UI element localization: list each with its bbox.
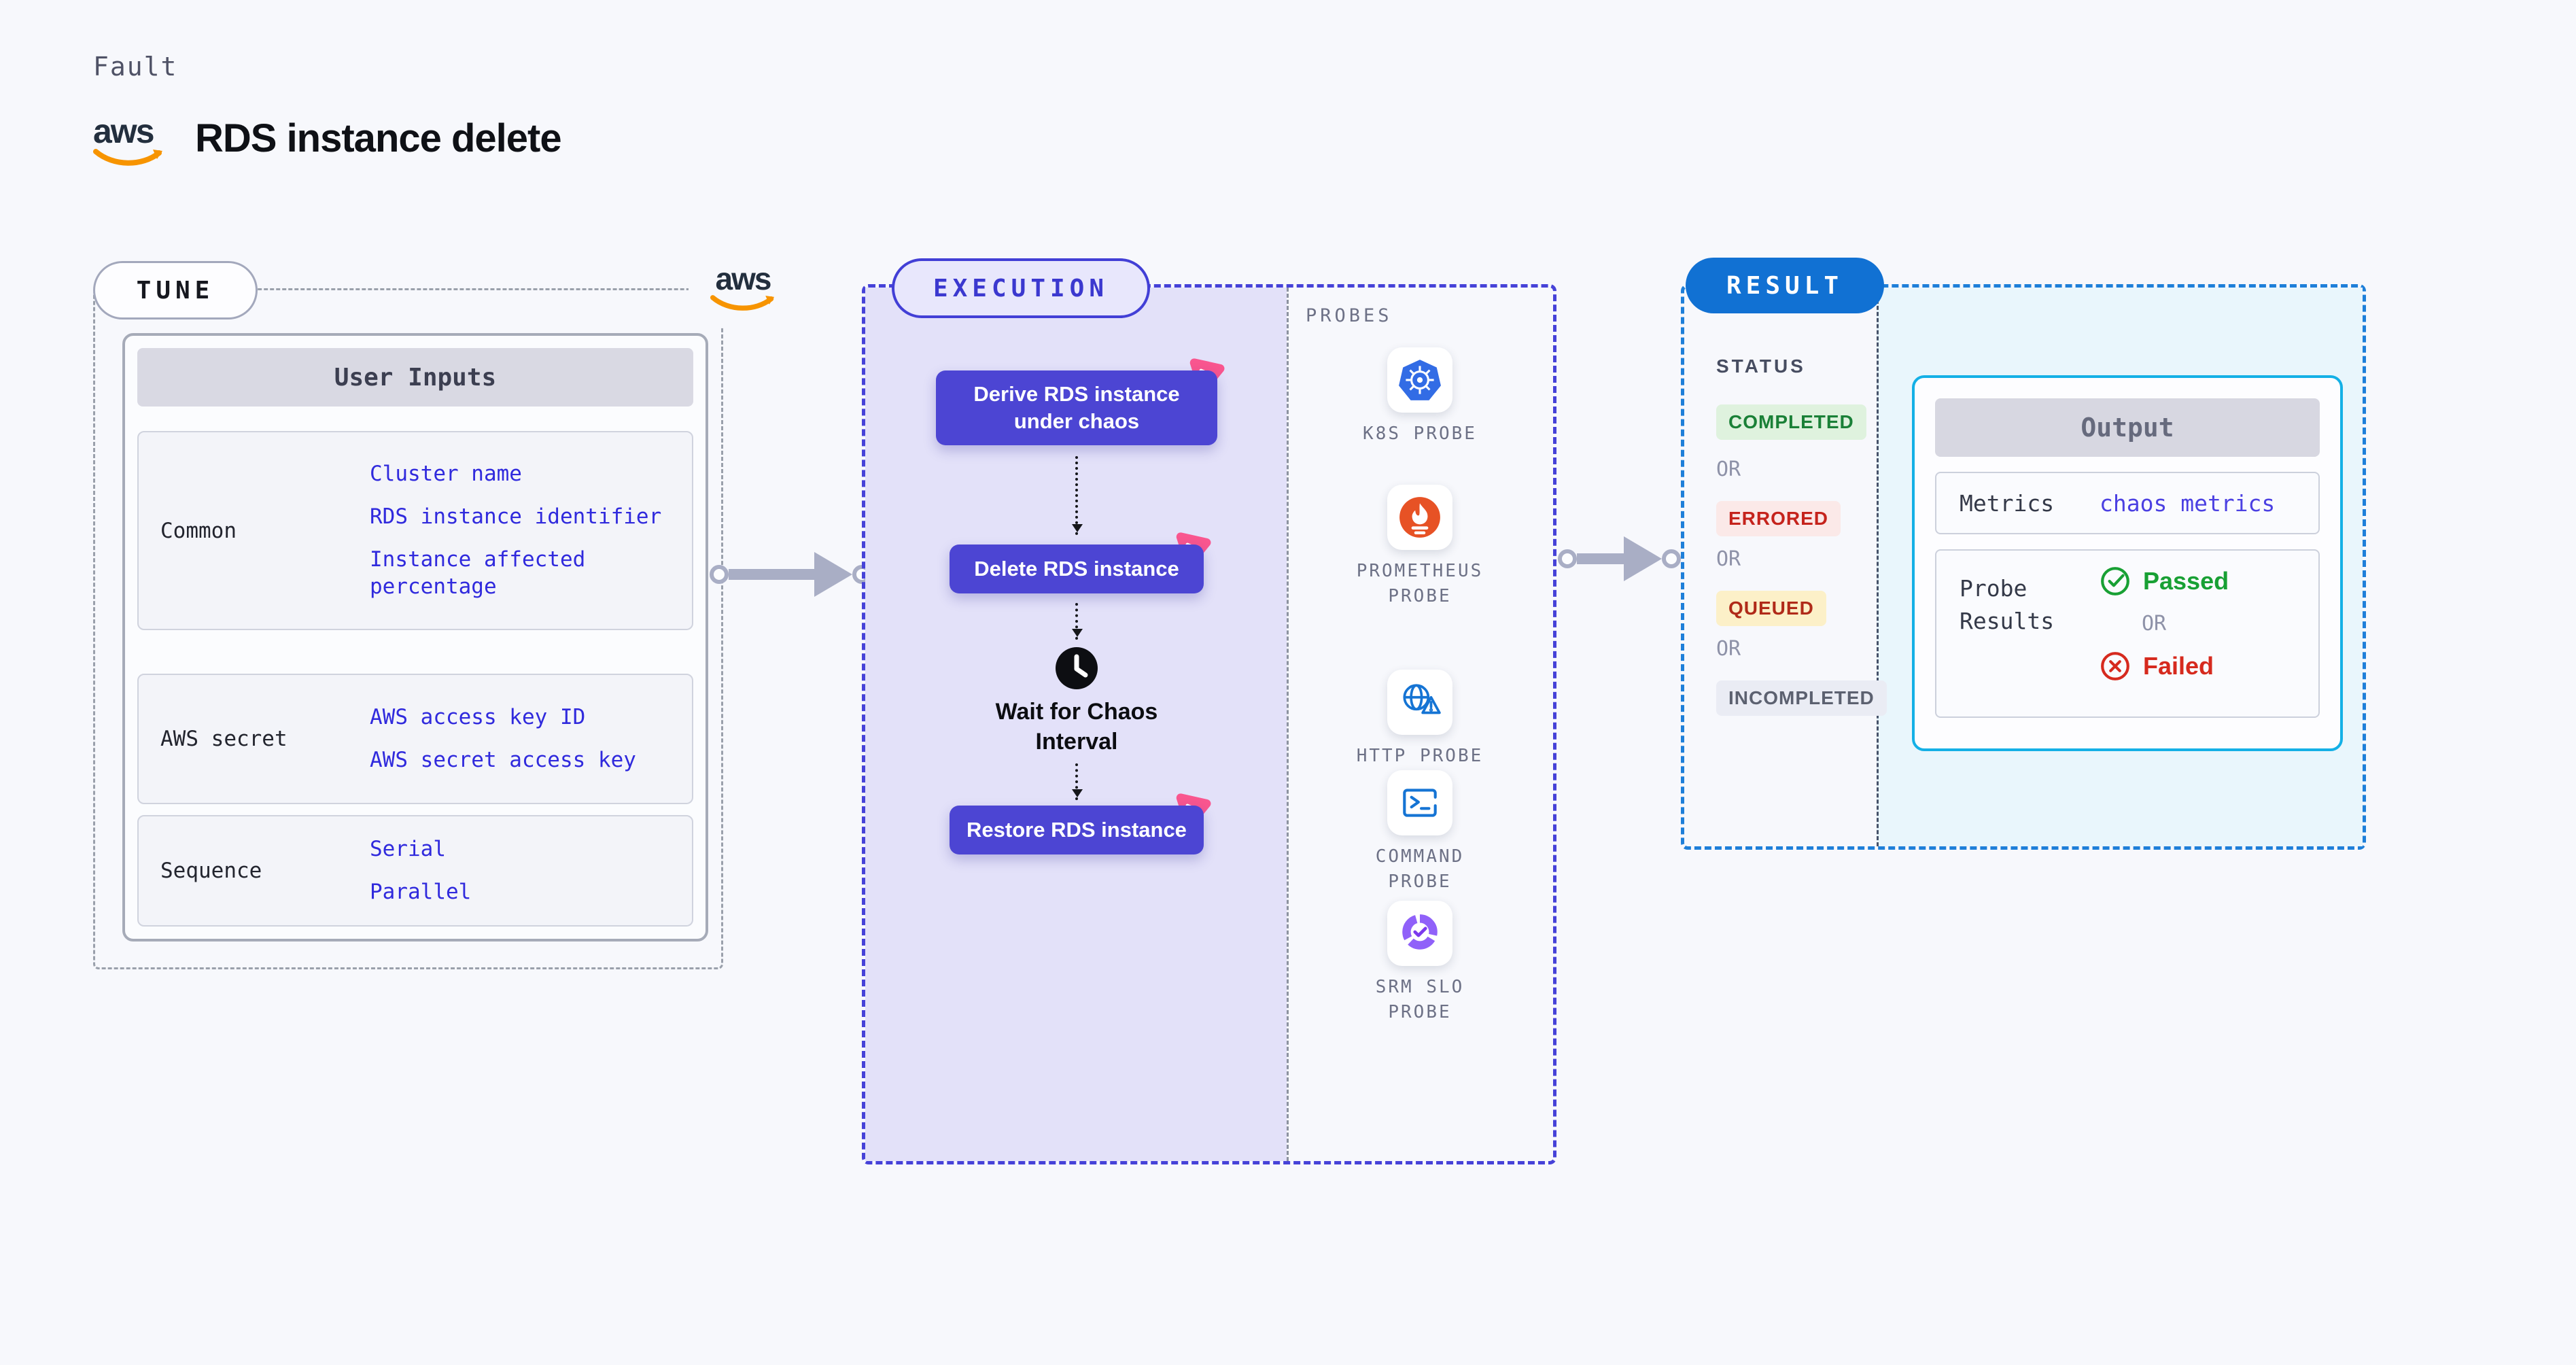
input-value: AWS secret access key (370, 748, 636, 772)
output-row-metrics: Metrics chaos metrics (1935, 472, 2320, 534)
execution-pill: EXECUTION (892, 258, 1150, 318)
connector-ring (1662, 549, 1681, 568)
input-row-sequence: Sequence Serial Parallel (137, 815, 693, 927)
aws-smile-icon (710, 295, 775, 311)
node-derive-rds: Derive RDS instance under chaos (936, 358, 1225, 445)
user-inputs-header: User Inputs (137, 348, 693, 407)
status-badge-errored: ERRORED (1716, 501, 1841, 536)
tune-aws-logo: aws (689, 249, 797, 328)
flow-arrow-icon (1072, 603, 1083, 640)
status-or: OR (1716, 637, 1741, 661)
probe-prometheus: PROMETHEUS PROBE (1287, 485, 1553, 609)
input-row-label: Sequence (160, 859, 262, 883)
terminal-icon (1387, 770, 1452, 835)
input-value: Parallel (370, 880, 472, 904)
probe-label: COMMAND PROBE (1375, 846, 1465, 892)
metrics-label: Metrics (1960, 489, 2055, 517)
flow-arrow-icon (1072, 456, 1083, 535)
status-header: STATUS (1716, 356, 1806, 377)
probes-column: PROBES K8S PROBE (1287, 288, 1553, 1161)
check-circle-icon (2101, 567, 2129, 595)
result-section: STATUS COMPLETED OR ERRORED OR QUEUED OR… (1681, 284, 2366, 850)
wait-step-label: Wait for Chaos Interval (995, 699, 1158, 755)
probe-results-label: Probe Results (1960, 575, 2055, 634)
execution-probes-divider (1287, 288, 1289, 1161)
input-value: Cluster name (370, 461, 522, 486)
probe-label: HTTP PROBE (1356, 746, 1484, 766)
result-pill: RESULT (1686, 258, 1884, 313)
flow-arrow-icon (1072, 763, 1083, 800)
probe-label: SRM SLO PROBE (1375, 977, 1465, 1022)
status-badge-queued: QUEUED (1716, 591, 1826, 626)
node-label: Restore RDS instance (950, 806, 1204, 854)
node-delete-rds: Delete RDS instance (950, 532, 1211, 593)
arrow-head-icon (814, 552, 852, 597)
page-title: RDS instance delete (195, 116, 562, 160)
probe-command: COMMAND PROBE (1287, 770, 1553, 895)
node-label: Derive RDS instance under chaos (936, 370, 1217, 445)
status-output-divider (1877, 288, 1879, 846)
probe-srm-slo: SRM SLO PROBE (1287, 901, 1553, 1025)
arrow-head-icon (1624, 536, 1662, 581)
input-value: AWS access key ID (370, 705, 586, 730)
http-globe-icon (1387, 670, 1452, 735)
output-card: Output Metrics chaos metrics Probe Resul… (1912, 375, 2343, 751)
tune-section (93, 288, 723, 969)
execution-section: Derive RDS instance under chaos Delete R… (862, 284, 1556, 1164)
input-value: RDS instance identifier (370, 504, 662, 529)
failed-label: Failed (2143, 652, 2214, 680)
passed-label: Passed (2143, 567, 2229, 595)
aws-logo-text: aws (715, 261, 772, 296)
node-restore-rds: Restore RDS instance (950, 793, 1211, 854)
tune-pill: TUNE (93, 261, 258, 319)
kubernetes-icon (1387, 347, 1452, 413)
input-row-label: AWS secret (160, 727, 288, 751)
input-row-label: Common (160, 518, 237, 543)
status-badge-incompleted: INCOMPLETED (1716, 680, 1887, 716)
probe-k8s: K8S PROBE (1287, 347, 1553, 447)
connector-bar (1577, 553, 1624, 564)
input-value: Serial (370, 837, 446, 862)
probes-header: PROBES (1306, 305, 1393, 326)
output-header: Output (1935, 398, 2320, 457)
output-row-probe-results: Probe Results Passed OR (1935, 549, 2320, 718)
tune-to-execution-arrow (710, 551, 871, 598)
node-label: Delete RDS instance (950, 545, 1204, 593)
slo-donut-icon (1387, 901, 1452, 966)
connector-ring (710, 565, 729, 584)
status-or: OR (1716, 457, 1741, 481)
execution-to-result-arrow (1558, 535, 1681, 583)
connector-ring (1558, 549, 1577, 568)
probe-results-or: OR (2142, 612, 2167, 636)
chaos-metrics-link[interactable]: chaos metrics (2100, 489, 2276, 517)
fault-category-label: Fault (93, 52, 178, 82)
probe-label: K8S PROBE (1363, 424, 1477, 444)
probe-http: HTTP PROBE (1287, 670, 1553, 769)
connector-bar (729, 569, 814, 580)
status-badge-completed: COMPLETED (1716, 404, 1866, 440)
status-or: OR (1716, 547, 1741, 571)
input-row-common: Common Cluster name RDS instance identif… (137, 431, 693, 630)
aws-smile-icon (93, 149, 162, 166)
aws-logo-text: aws (93, 112, 155, 150)
user-inputs-card: User Inputs Common Cluster name RDS inst… (122, 333, 708, 941)
input-row-aws-secret: AWS secret AWS access key ID AWS secret … (137, 674, 693, 804)
prometheus-icon (1387, 485, 1452, 550)
input-value: Instance affected percentage (370, 547, 586, 600)
x-circle-icon (2101, 652, 2129, 680)
clock-icon (1055, 646, 1098, 693)
aws-logo: aws (93, 114, 164, 172)
probe-label: PROMETHEUS PROBE (1356, 561, 1484, 606)
